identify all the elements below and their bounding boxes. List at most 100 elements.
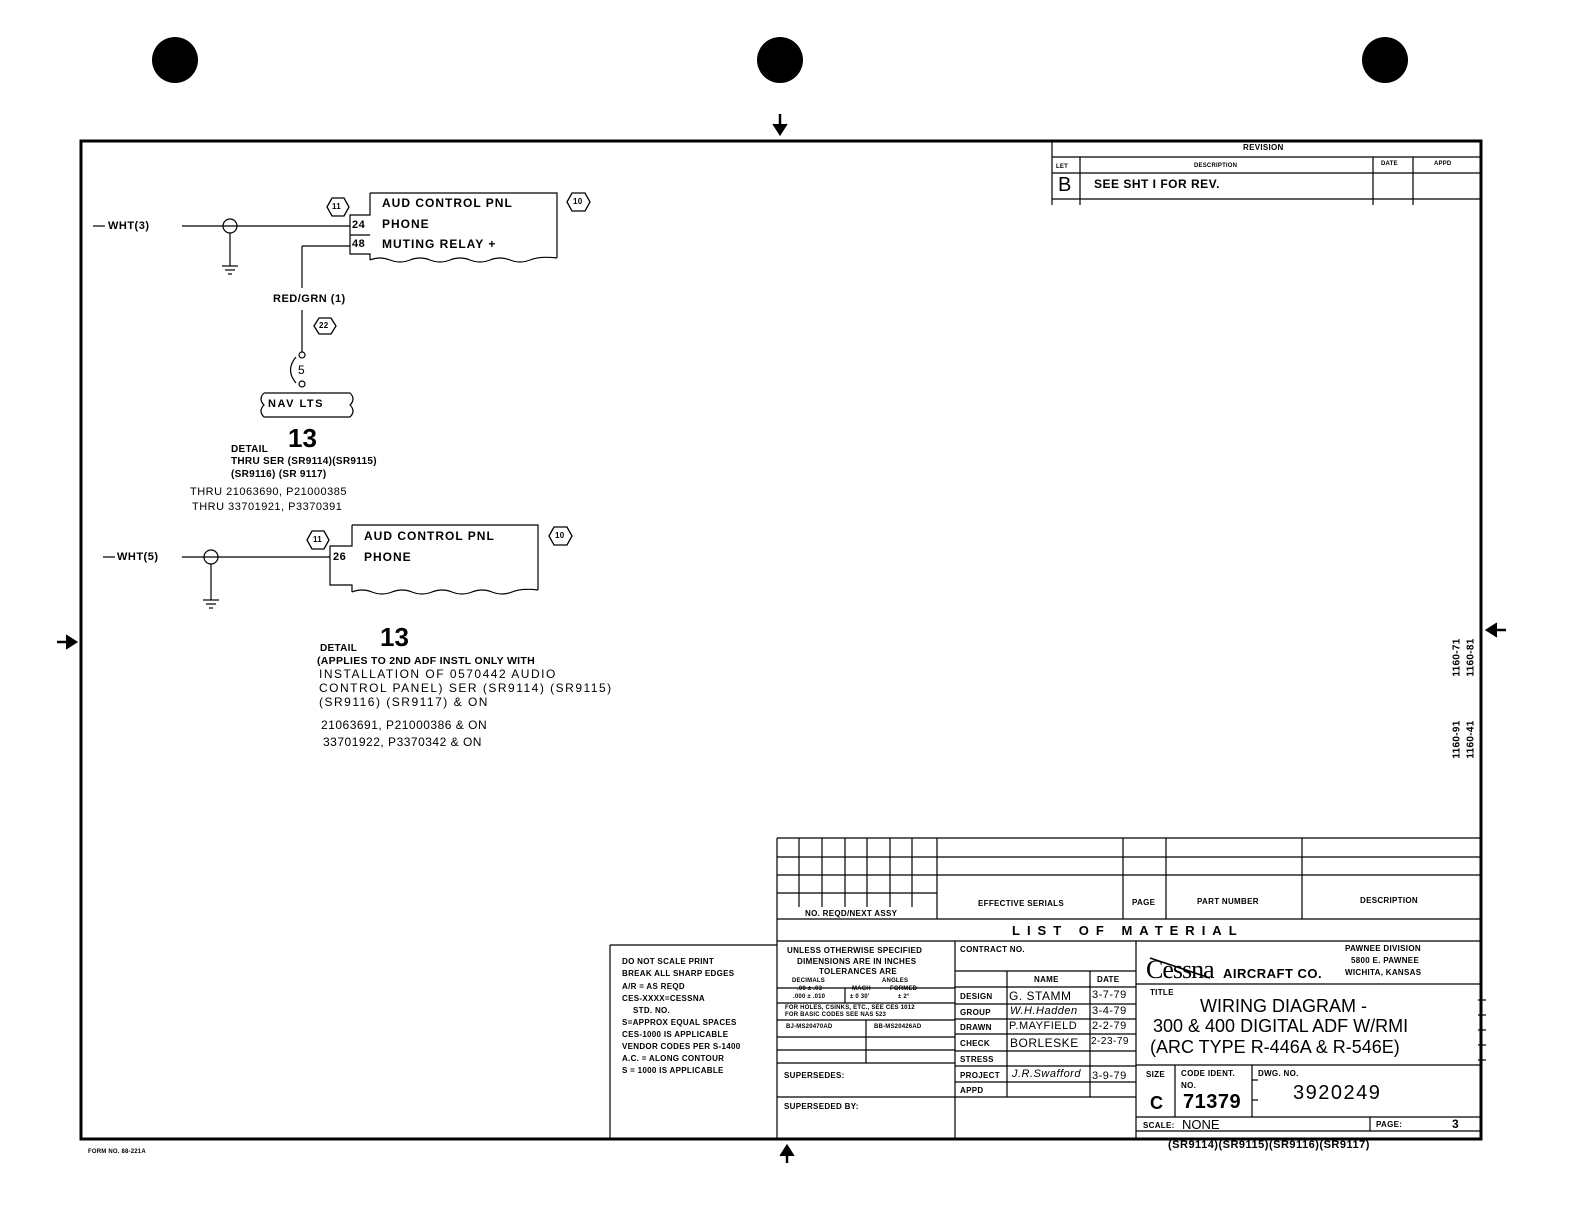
note-line: A/R = AS REQD [622, 982, 685, 991]
approval-name: J.R.Swafford [1012, 1068, 1081, 1080]
side-code: 1160-91 [1451, 720, 1463, 759]
pin-label: PHONE [382, 217, 430, 231]
page-label: PAGE: [1376, 1120, 1403, 1129]
revision-description: SEE SHT I FOR REV. [1094, 177, 1220, 191]
side-code: 1160-41 [1465, 720, 1477, 759]
scale-label: SCALE: [1143, 1121, 1175, 1130]
ref-tag-11-b: 11 [313, 535, 323, 544]
rivet-code-b: BB-MS20426AD [874, 1024, 922, 1030]
approvals-name-header: NAME [1034, 975, 1059, 984]
punch-hole-center [757, 37, 803, 83]
punch-hole-right [1362, 37, 1408, 83]
approval-date: 2-2-79 [1092, 1020, 1127, 1032]
drawing-title-line2: 300 & 400 DIGITAL ADF W/RMI [1153, 1016, 1409, 1036]
tolerance-d1: .00 ± .03 [797, 986, 823, 992]
side-code: 1160-81 [1465, 638, 1477, 677]
approval-role: DRAWN [960, 1023, 992, 1032]
detail-a-line4: THRU 33701921, P3370391 [192, 501, 343, 513]
cessna-logo: Cessna [1146, 955, 1215, 984]
title-label: TITLE [1150, 988, 1174, 997]
approval-date: 3-9-79 [1092, 1070, 1127, 1082]
punch-hole-left [152, 37, 198, 83]
detail-b-line2: INSTALLATION OF 0570442 AUDIO [319, 667, 557, 681]
detail-b-line6: 33701922, P3370342 & ON [323, 735, 482, 749]
wire-label-red-grn: RED/GRN (1) [273, 293, 346, 305]
approval-role: STRESS [960, 1055, 994, 1064]
detail-b-line1: (APPLIES TO 2ND ADF INSTL ONLY WITH [317, 655, 535, 667]
ref-tag-11-a: 11 [332, 202, 342, 211]
qty-header: NO. REQD/NEXT ASSY [805, 909, 898, 918]
approval-date: 2-23-79 [1091, 1036, 1129, 1047]
code-ident-no-label: NO. [1181, 1081, 1197, 1090]
side-code: 1160-71 [1451, 638, 1463, 677]
detail-a-line2: (SR9116) (SR 9117) [231, 469, 327, 480]
tolerance-a2: ± 2° [898, 994, 910, 1000]
note-line: STD. NO. [633, 1006, 671, 1015]
note-line: S=APPROX EQUAL SPACES [622, 1018, 737, 1027]
note-line: S = 1000 IS APPLICABLE [622, 1066, 724, 1075]
panel-title-a: AUD CONTROL PNL [382, 196, 513, 210]
lom-header-effective-serials: EFFECTIVE SERIALS [978, 899, 1064, 908]
approval-role: GROUP [960, 1008, 991, 1017]
size-value: C [1150, 1093, 1164, 1113]
wire-label-wht5: WHT(5) [117, 551, 159, 563]
detail-word-a: DETAIL [231, 444, 269, 455]
approval-role: PROJECT [960, 1071, 1000, 1080]
approval-date: 3-4-79 [1092, 1005, 1127, 1017]
code-ident-label: CODE IDENT. [1181, 1069, 1235, 1078]
approval-name: P.MAYFIELD [1009, 1020, 1078, 1032]
tolerance-formed: FORMED [890, 986, 918, 992]
bottom-serials: (SR9114)(SR9115)(SR9116)(SR9117) [1168, 1139, 1370, 1151]
note-line: CES-1000 IS APPLICABLE [622, 1030, 729, 1039]
company-division: PAWNEE DIVISION [1345, 944, 1421, 953]
drawing-title-line3: (ARC TYPE R-446A & R-546E) [1150, 1037, 1400, 1057]
tolerance-mach: MACH [852, 986, 871, 992]
ref-tag-10-b: 10 [555, 531, 565, 540]
approval-role: DESIGN [960, 992, 993, 1001]
page-value: 3 [1452, 1117, 1460, 1131]
revision-header: REVISION [1243, 143, 1284, 152]
detail-number-a: 13 [288, 423, 317, 453]
drawing-title-line1: WIRING DIAGRAM - [1200, 996, 1367, 1016]
approval-role: APPD [960, 1086, 984, 1095]
lom-header-description: DESCRIPTION [1360, 896, 1418, 905]
pin-label: MUTING RELAY + [382, 237, 497, 251]
revision-col-appd: APPD [1434, 161, 1452, 167]
note-line: BREAK ALL SHARP EDGES [622, 969, 735, 978]
pin-label: PHONE [364, 550, 412, 564]
detail-number-b: 13 [380, 622, 409, 652]
approval-name: G. STAMM [1009, 989, 1072, 1003]
note-line: CES-XXXX=CESSNA [622, 994, 705, 1003]
detail-a-line3: THRU 21063690, P21000385 [190, 486, 347, 498]
wire-label-wht3: WHT(3) [108, 220, 150, 232]
detail-b-line5: 21063691, P21000386 & ON [321, 718, 488, 732]
revision-col-description: DESCRIPTION [1194, 163, 1238, 169]
dwg-no-label: DWG. NO. [1258, 1069, 1299, 1078]
revision-col-date: DATE [1381, 161, 1398, 167]
superseded-by-label: SUPERSEDED BY: [784, 1102, 859, 1111]
form-number: FORM NO. 88-221A [88, 1149, 146, 1155]
size-label: SIZE [1146, 1070, 1165, 1079]
company-name: AIRCRAFT CO. [1223, 966, 1323, 981]
lom-title: LIST OF MATERIAL [1012, 923, 1244, 938]
tolerance-holes2: FOR BASIC CODES SEE NAS 523 [785, 1012, 887, 1018]
nav-lts-label: NAV LTS [268, 398, 324, 410]
supersedes-label: SUPERSEDES: [784, 1071, 845, 1080]
detail-word-b: DETAIL [320, 643, 358, 654]
panel-title-b: AUD CONTROL PNL [364, 529, 495, 543]
pin-number: 48 [352, 238, 366, 250]
ref-tag-10-a: 10 [573, 197, 583, 206]
ref-tag-22: 22 [319, 321, 329, 330]
pin-number: 24 [352, 219, 366, 231]
note-line: VENDOR CODES PER S-1400 [622, 1042, 741, 1051]
revision-col-let: LET [1056, 164, 1068, 170]
tolerance-d2: .000 ± .010 [793, 994, 826, 1000]
tolerance-line3: TOLERANCES ARE [819, 967, 897, 976]
revision-letter: B [1058, 174, 1072, 196]
tolerance-decimals: DECIMALS [792, 978, 825, 984]
contract-no-label: CONTRACT NO. [960, 945, 1025, 954]
approval-name: BORLESKE [1010, 1036, 1079, 1050]
connector-pin-5: 5 [298, 363, 306, 377]
lom-header-page: PAGE [1132, 898, 1156, 907]
